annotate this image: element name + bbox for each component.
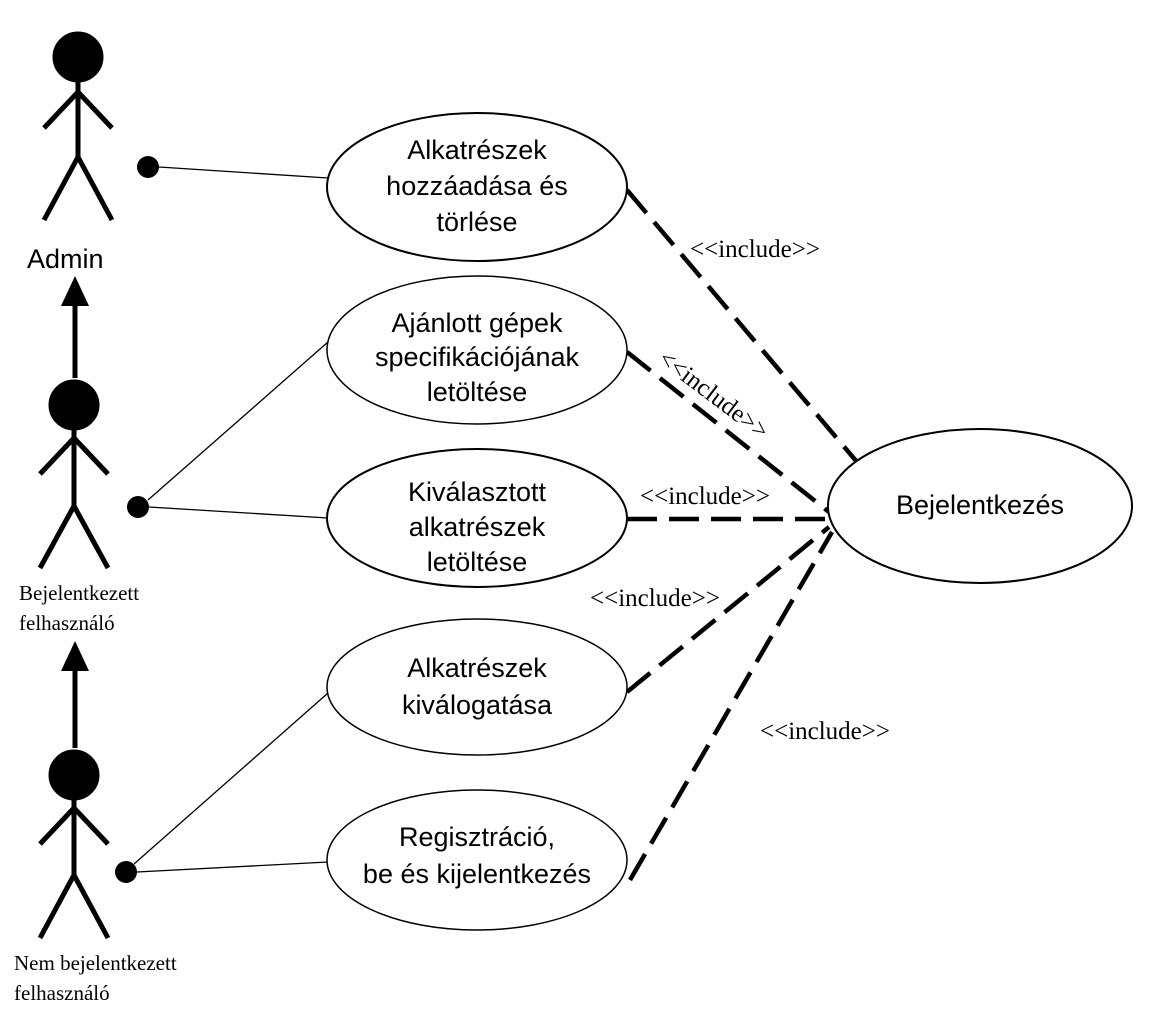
include-line-sorting [625, 525, 831, 694]
use-case-sorting-line2: kiválogatása [402, 690, 553, 720]
stick-figure-icon [41, 31, 115, 222]
use-case-recommended: Ajánlott gépek specifikációjának letölté… [326, 275, 628, 425]
use-case-registration-line1: Regisztráció, [399, 822, 555, 852]
include-label-registration: <<include>> [760, 718, 890, 745]
use-case-registration: Regisztráció, be és kijelentkezés [326, 789, 628, 931]
include-label-recommended: <<include>> [653, 345, 773, 445]
include-label-add-delete: <<include>> [690, 236, 820, 263]
actor-logged-in-label-line1: Bejelentkezett [19, 581, 139, 605]
stick-figure-icon [37, 749, 111, 940]
actor-guest-user: Nem bejelentkezett felhasználó [14, 749, 177, 1005]
actor-guest-label-line1: Nem bejelentkezett [14, 951, 177, 975]
generalization-logged-in [61, 641, 89, 748]
association-guest-sorting [133, 692, 329, 865]
association-user-recommended [147, 341, 329, 501]
association-admin-add-delete [158, 166, 329, 179]
include-line-registration [628, 530, 834, 882]
use-case-login: Bejelentkezés [827, 428, 1133, 584]
actor-guest-port [115, 861, 137, 883]
use-case-recommended-line1: Ajánlott gépek [391, 308, 563, 338]
use-case-registration-line2: be és kijelentkezés [363, 859, 591, 889]
actor-admin-port [137, 156, 159, 178]
actor-logged-in-port [127, 496, 149, 518]
use-case-add-delete-line1: Alkatrészek [407, 135, 547, 165]
use-case-selected: Kiválasztott alkatrészek letöltése [326, 448, 628, 588]
associations [133, 166, 329, 873]
use-case-recommended-line3: letöltése [427, 377, 528, 407]
use-case-add-delete-line3: törlése [436, 207, 517, 237]
stick-figure-icon [37, 379, 111, 570]
use-case-sorting-line1: Alkatrészek [407, 653, 547, 683]
include-line-add-delete [625, 188, 859, 464]
include-label-selected: <<include>> [640, 483, 770, 510]
include-label-sorting: <<include>> [590, 585, 720, 612]
use-case-sorting: Alkatrészek kiválogatása [326, 618, 628, 756]
association-user-selected [148, 506, 329, 519]
actor-admin: Admin [27, 31, 159, 274]
use-case-recommended-line2: specifikációjának [375, 342, 580, 372]
actor-logged-in-user: Bejelentkezett felhasználó [19, 379, 149, 635]
use-case-selected-line3: letöltése [427, 547, 528, 577]
include-line-recommended [625, 350, 831, 514]
use-case-add-delete-line2: hozzáadása és [386, 171, 568, 201]
generalization-admin [61, 276, 89, 378]
include-dependencies [625, 188, 859, 882]
actor-admin-label: Admin [27, 244, 104, 274]
use-case-login-label: Bejelentkezés [896, 490, 1064, 520]
actor-guest-label-line2: felhasználó [14, 981, 110, 1005]
actor-logged-in-label-line2: felhasználó [19, 611, 115, 635]
use-case-add-delete: Alkatrészek hozzáadása és törlése [326, 112, 628, 262]
use-case-selected-line2: alkatrészek [409, 512, 546, 542]
use-case-selected-line1: Kiválasztott [408, 477, 547, 507]
association-guest-registration [136, 861, 329, 873]
